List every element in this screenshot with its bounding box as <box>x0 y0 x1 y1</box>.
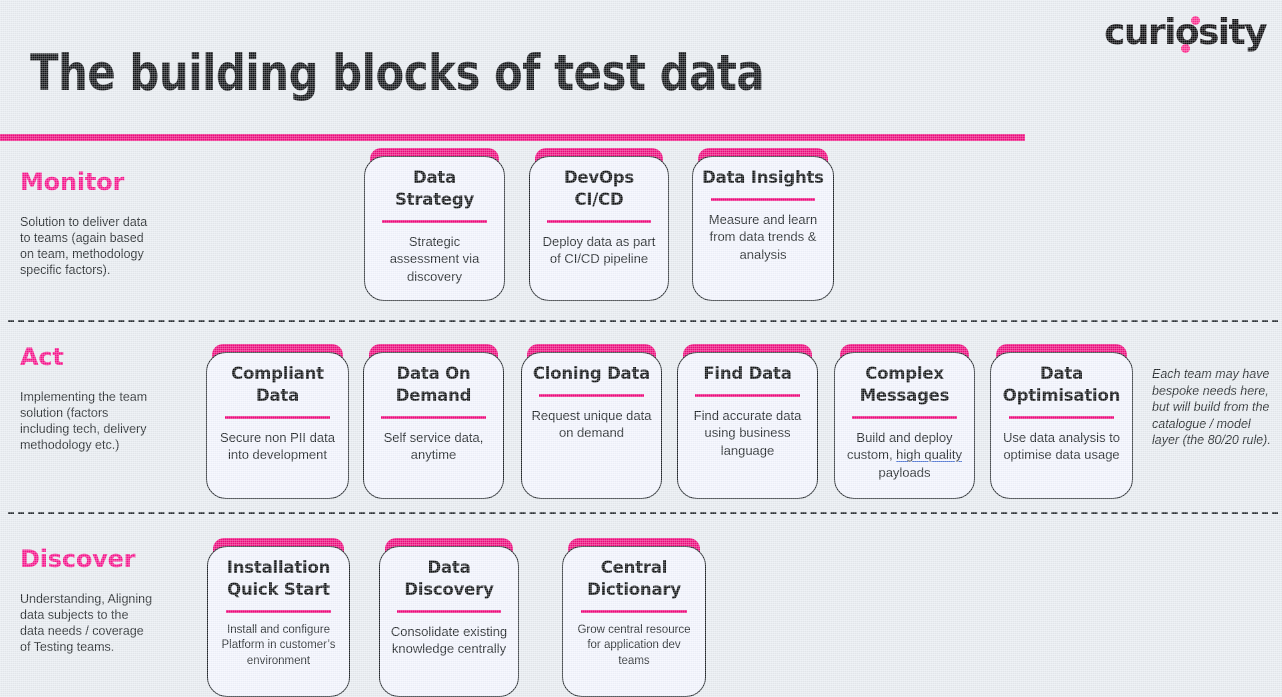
act-section-note: Each team may have bespoke needs here, b… <box>1152 367 1271 447</box>
card-body: Find accurate data using business langua… <box>693 407 802 458</box>
card-data-strategy[interactable]: Data Strategy Strategic assessment via d… <box>364 148 505 301</box>
card-data-on-demand[interactable]: Data On Demand Self service data, anytim… <box>363 344 504 499</box>
card-body: Deploy data as part of CI/CD pipeline <box>542 233 656 267</box>
card-body: Use data analysis to optimise data usage <box>1002 429 1121 463</box>
card-title: Central Dictionary <box>587 558 681 599</box>
section-divider-monitor-act <box>8 320 1278 322</box>
card-title: Data Insights <box>702 168 824 187</box>
curiosity-logo: curiosity <box>1066 10 1268 56</box>
card-rule <box>539 394 644 397</box>
card-complex-messages[interactable]: Complex Messages Build and deploy custom… <box>834 344 975 499</box>
card-body-post: payloads <box>878 464 931 480</box>
card-rule <box>710 198 816 201</box>
card-title: Data Discovery <box>404 558 494 599</box>
section-label-monitor: Monitor <box>20 168 125 196</box>
card-body-pre: Build and deploy custom, <box>847 429 953 463</box>
card-rule <box>547 220 651 223</box>
card-rule <box>397 610 501 613</box>
card-title: Installation Quick Start <box>226 558 331 599</box>
card-data-discovery[interactable]: Data Discovery Consolidate existing know… <box>379 538 519 697</box>
card-rule <box>852 416 957 419</box>
card-title: Data On Demand <box>395 364 472 405</box>
card-body: Strategic assessment via discovery <box>389 233 480 284</box>
card-body: Install and configure Platform in custom… <box>221 623 336 667</box>
card-devops-ci-cd[interactable]: DevOps CI/CD Deploy data as part of CI/C… <box>529 148 669 301</box>
title-underline-rule <box>0 134 1025 141</box>
section-description-discover: Understanding, Aligning data subjects to… <box>20 592 153 654</box>
card-body: Measure and learn from data trends & ana… <box>708 211 818 262</box>
card-central-dictionary[interactable]: Central Dictionary Grow central resource… <box>562 538 706 697</box>
card-title: Data Optimisation <box>1002 364 1121 405</box>
section-divider-act-discover <box>8 512 1278 514</box>
section-label-discover: Discover <box>20 545 136 573</box>
card-body: Grow central resource for application de… <box>577 623 691 667</box>
card-title: Complex Messages <box>859 364 950 405</box>
card-title: DevOps CI/CD <box>563 168 635 209</box>
logo-dot-bottom-icon <box>1181 44 1190 53</box>
card-data-insights[interactable]: Data Insights Measure and learn from dat… <box>692 148 834 301</box>
card-rule <box>382 220 487 223</box>
page-title: The building blocks of test data <box>30 44 765 102</box>
logo-dot-top-icon <box>1191 16 1200 25</box>
card-find-data[interactable]: Find Data Find accurate data using busin… <box>677 344 818 499</box>
card-compliant-data[interactable]: Compliant Data Secure non PII data into … <box>206 344 349 499</box>
card-body-underlined: high quality <box>896 447 962 463</box>
card-title: Cloning Data <box>532 364 651 383</box>
card-body: Request unique data on demand <box>531 407 652 441</box>
card-body: Build and deploy custom, high quality pa… <box>844 429 965 482</box>
card-rule <box>580 610 688 613</box>
card-rule <box>225 610 332 613</box>
section-label-act: Act <box>20 343 64 371</box>
card-rule <box>381 416 486 419</box>
card-cloning-data[interactable]: Cloning Data Request unique data on dema… <box>521 344 662 499</box>
card-rule <box>1008 416 1115 419</box>
card-data-optimisation[interactable]: Data Optimisation Use data analysis to o… <box>990 344 1133 499</box>
section-description-monitor: Solution to deliver data to teams (again… <box>20 215 148 277</box>
card-body: Consolidate existing knowledge centrally <box>390 623 508 657</box>
card-title: Compliant Data <box>231 364 324 405</box>
card-body: Secure non PII data into development <box>220 429 335 463</box>
card-rule <box>695 394 800 397</box>
card-title: Data Strategy <box>394 168 475 209</box>
card-body: Self service data, anytime <box>383 429 484 463</box>
card-installation-quick-start[interactable]: Installation Quick Start Install and con… <box>207 538 350 697</box>
card-title: Find Data <box>703 364 792 383</box>
card-rule <box>224 416 331 419</box>
section-description-act: Implementing the team solution (factors … <box>20 390 148 452</box>
